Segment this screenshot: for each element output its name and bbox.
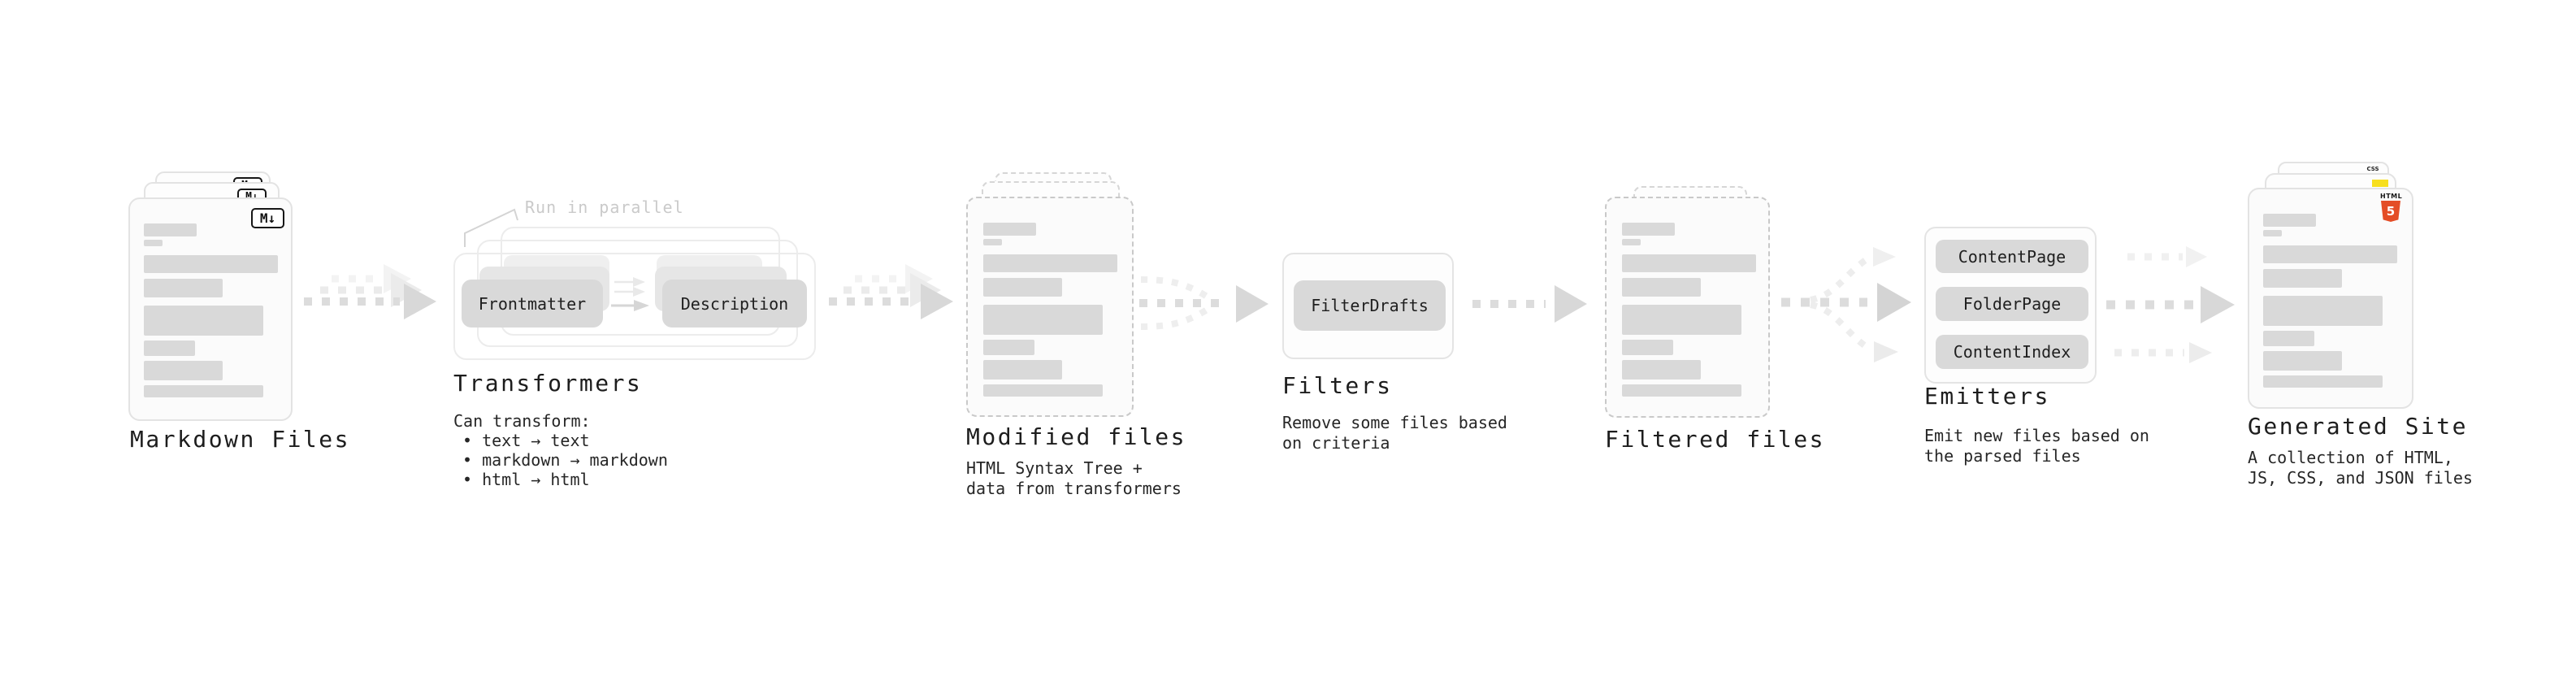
placeholder-line [983, 223, 1036, 236]
description-pill: Description [662, 280, 807, 327]
modified-file-card-front [966, 197, 1134, 417]
folderpage-pill: FolderPage [1936, 287, 2088, 321]
placeholder-line [1622, 340, 1673, 355]
placeholder-line [983, 239, 1002, 245]
file-content-placeholder [2249, 189, 2412, 388]
file-content-placeholder [1607, 198, 1768, 397]
html5-icon-text: HTML [2380, 193, 2403, 200]
javascript-icon [2372, 180, 2388, 187]
placeholder-line [144, 385, 263, 397]
file-content-placeholder [130, 199, 291, 397]
generated-site-label: Generated Site [2248, 413, 2469, 440]
arrows-frontmatter-to-description [611, 277, 649, 311]
transformer-frame-front [453, 253, 816, 360]
description-line: data from transformers [966, 479, 1182, 498]
placeholder-line [983, 360, 1062, 380]
placeholder-line [983, 305, 1103, 335]
transformers-label: Transformers [453, 370, 643, 397]
arrow-filters-to-filtered [1472, 285, 1587, 323]
placeholder-line [983, 254, 1117, 272]
description-line: A collection of HTML, [2248, 448, 2453, 467]
placeholder-line [983, 384, 1103, 397]
markdown-files-label: Markdown Files [130, 426, 351, 453]
description-line: • text → text [462, 431, 590, 450]
annotation-leader-line [464, 208, 518, 247]
placeholder-line [144, 340, 195, 356]
description-line: • html → html [462, 470, 590, 489]
arrow-modified-to-filters-fan-in [1139, 276, 1268, 330]
placeholder-line [983, 340, 1034, 355]
placeholder-line [2263, 375, 2383, 388]
description-line: HTML Syntax Tree + [966, 458, 1143, 478]
file-content-placeholder [968, 198, 1132, 397]
placeholder-line [2263, 230, 2282, 236]
emitters-panel: ContentPage FolderPage ContentIndex [1924, 227, 2097, 384]
markdown-icon: M↓ [251, 208, 284, 228]
placeholder-line [1622, 278, 1701, 297]
placeholder-line [144, 255, 278, 273]
placeholder-line [1622, 254, 1756, 272]
contentindex-pill: ContentIndex [1936, 335, 2088, 369]
placeholder-line [144, 361, 223, 380]
description-line: JS, CSS, and JSON files [2248, 468, 2473, 488]
placeholder-line [1622, 305, 1741, 335]
placeholder-line [144, 306, 263, 336]
description-line: the parsed files [1924, 446, 2081, 466]
placeholder-line [144, 279, 223, 297]
placeholder-line [1622, 239, 1641, 245]
placeholder-line [983, 278, 1062, 297]
placeholder-line [2263, 331, 2314, 346]
description-line: Emit new files based on [1924, 426, 2149, 445]
description-line: Remove some files based [1282, 413, 1507, 432]
html5-icon: HTML 5 [2380, 193, 2403, 222]
filters-label: Filters [1282, 372, 1393, 399]
placeholder-line [1622, 223, 1675, 236]
placeholder-line [2263, 351, 2342, 371]
contentpage-pill: ContentPage [1936, 240, 2088, 273]
run-in-parallel-annotation: Run in parallel [525, 197, 684, 217]
description-line: Can transform: [453, 411, 591, 431]
emitters-label: Emitters [1924, 383, 2050, 410]
arrow-transformers-to-modified [829, 264, 953, 319]
placeholder-line [1622, 360, 1701, 380]
placeholder-line [1622, 384, 1741, 397]
generated-site-description: A collection of HTML, JS, CSS, and JSON … [2248, 448, 2473, 488]
filterdrafts-pill: FilterDrafts [1294, 280, 1446, 331]
modified-files-description: HTML Syntax Tree + data from transformer… [966, 458, 1182, 499]
css-icon-text: CSS [2366, 166, 2379, 172]
placeholder-line [2263, 214, 2316, 227]
placeholder-line [2263, 269, 2342, 288]
markdown-file-card-front: M↓ [128, 197, 293, 421]
placeholder-line [144, 223, 197, 236]
frontmatter-pill: Frontmatter [462, 280, 603, 327]
generated-file-card-front: HTML 5 [2248, 188, 2413, 409]
transformers-description: Can transform: • text → text • markdown … [453, 411, 668, 489]
arrow-filtered-to-emitters-fan-out [1781, 247, 1911, 362]
html5-icon-shield: 5 [2381, 201, 2400, 222]
placeholder-line [2263, 296, 2383, 326]
description-line: on criteria [1282, 433, 1390, 453]
filters-description: Remove some files based on criteria [1282, 413, 1507, 453]
placeholder-line [2263, 245, 2397, 263]
filters-panel: FilterDrafts [1282, 253, 1454, 359]
filtered-file-card-front [1605, 197, 1770, 418]
modified-files-label: Modified files [966, 423, 1187, 450]
placeholder-line [144, 240, 163, 246]
filtered-files-label: Filtered files [1605, 426, 1826, 453]
emitters-description: Emit new files based on the parsed files [1924, 426, 2149, 466]
description-line: • markdown → markdown [462, 450, 668, 470]
arrow-emitters-to-generated [2106, 246, 2235, 363]
arrow-markdown-to-transformers [304, 264, 436, 319]
